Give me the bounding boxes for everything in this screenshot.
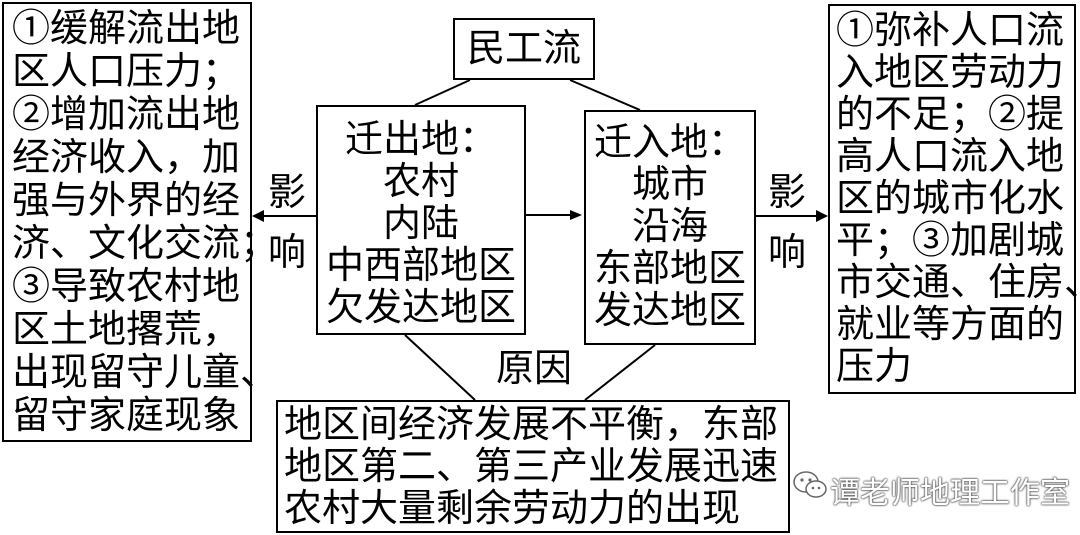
left-effect-line: 区土地撂荒， [12,307,241,351]
right-effect-line: ①弥补人口流 [836,8,1065,52]
out-region-line: 内陆 [382,201,459,245]
right-effect-line: 压力 [836,344,913,388]
reason-line: 地区第二、第三产业发展迅速 [284,444,779,488]
right-effect-line: 区的城市化水 [836,176,1065,220]
right-effect-line: 高人口流入地 [836,134,1065,178]
in-region-line: 迁入地： [593,120,746,164]
right-effects-box: ①弥补人口流 入地区劳动力 的不足；②提 高人口流入地 区的城市化水 平；③加剧… [828,4,1080,394]
effect-label-right-2: 响 [768,230,807,274]
left-effect-line: 经济收入，加 [12,135,241,179]
right-effect-line: 就业等方面的 [836,302,1065,346]
reason-label: 原因 [496,346,573,390]
arrowhead-in [570,210,582,220]
in-region-line: 城市 [631,162,708,206]
right-effect-line: 入地区劳动力 [836,50,1065,94]
left-effect-line: 区人口压力； [12,49,241,93]
left-effect-line: 济、文化交流； [12,221,279,265]
reason-line: 地区间经济发展不平衡，东部 [284,402,779,446]
line-out-to-reason [404,334,476,401]
line-title-to-in [569,79,641,111]
out-region-line: 迁出地： [344,117,497,161]
reason-line: 农村大量剩余劳动力的出现 [284,486,741,530]
title-box: 民工流 [453,18,595,80]
line-title-to-out [414,79,471,106]
left-effect-line: ①缓解流出地 [12,6,241,50]
effect-label-left-2: 响 [268,230,307,274]
left-effect-line: 强与外界的经 [12,178,241,222]
effect-label-right-1: 影 [768,170,807,214]
arrowhead-left [252,210,264,222]
left-effects-box: ①缓解流出地 区人口压力； ②增加流出地 经济收入，加 强与外界的经 济、文化交… [2,2,278,442]
wechat-icon [793,471,827,498]
arrowhead-right [816,210,828,222]
right-effect-line: 的不足；②提 [836,92,1065,136]
line-in-to-reason [584,344,656,401]
in-region-line: 发达地区 [593,288,746,332]
out-region-box: 迁出地： 农村 内陆 中西部地区 欠发达地区 [316,105,526,335]
reason-box: 地区间经济发展不平衡，东部 地区第二、第三产业发展迅速 农村大量剩余劳动力的出现 [276,400,790,533]
in-region-line: 东部地区 [593,246,746,290]
left-effect-line: ②增加流出地 [12,92,241,136]
watermark-text: 谭老师地理工作室 [830,476,1070,511]
effect-label-left-1: 影 [268,170,307,214]
in-region-box: 迁入地： 城市 沿海 东部地区 发达地区 [584,110,756,345]
left-effect-line: ③导致农村地 [12,264,241,308]
left-effect-line: 留守家庭现象 [12,393,241,437]
in-region-line: 沿海 [631,204,708,248]
right-effect-line: 市交通、住房、 [836,260,1080,304]
out-region-line: 中西部地区 [325,243,516,287]
right-effect-line: 平；③加剧城 [836,218,1065,262]
title-text: 民工流 [466,26,581,70]
left-effect-line: 出现留守儿童、 [12,350,279,394]
out-region-line: 欠发达地区 [325,285,516,329]
out-region-line: 农村 [382,159,459,203]
